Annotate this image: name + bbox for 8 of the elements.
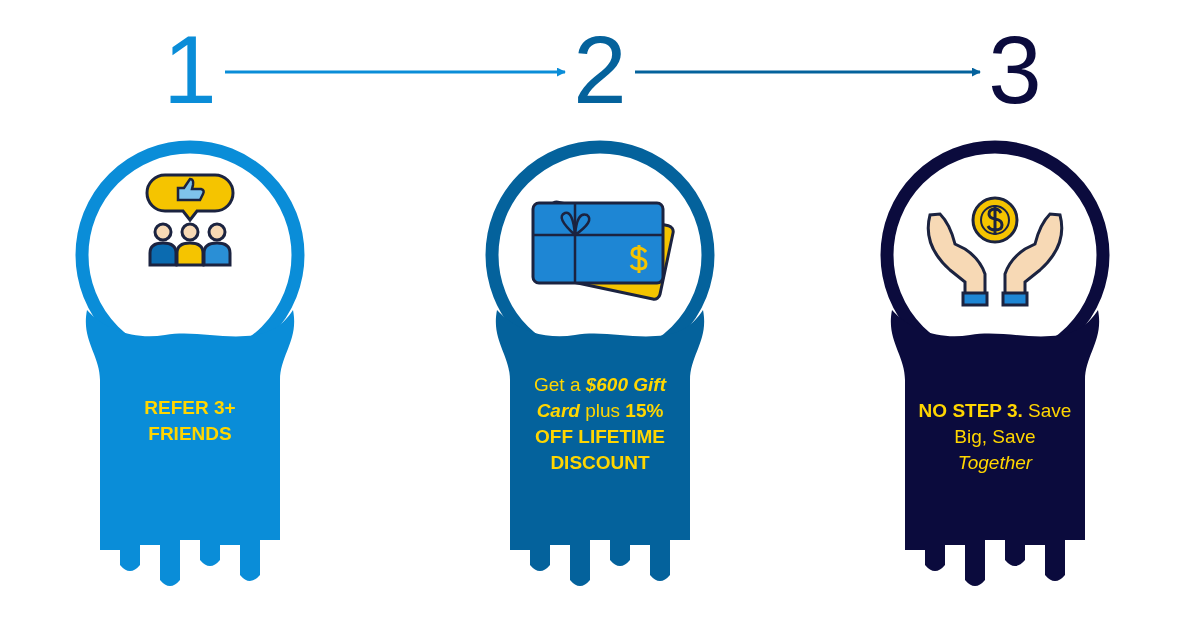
arrow (225, 67, 566, 77)
step-text: REFER 3+ FRIENDS (143, 396, 237, 446)
arrow (635, 67, 981, 77)
step-number: 2 (565, 22, 635, 118)
step-number: 1 (155, 22, 225, 118)
step-text: NO STEP 3. Save Big, Save Together (917, 399, 1073, 475)
step-number: 3 (980, 22, 1050, 118)
step-text: Get a $600 Gift Card plus 15% OFF LIFETIME DISCOUNT (533, 373, 668, 475)
